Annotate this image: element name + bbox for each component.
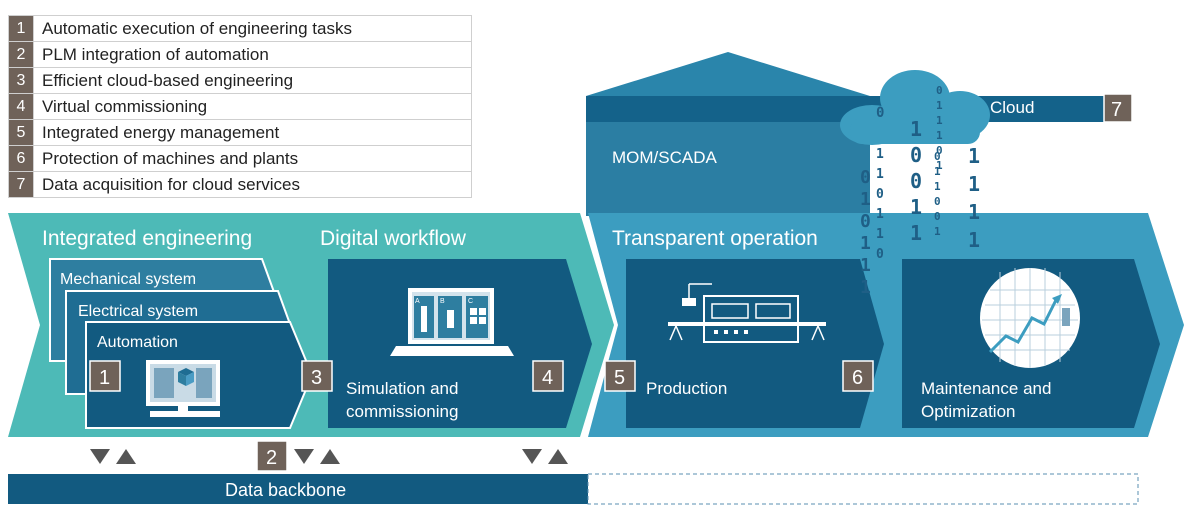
badge-4: 4: [532, 360, 564, 392]
binary-digit: 1: [910, 117, 922, 141]
badge-1: 1: [89, 360, 121, 392]
mom-scada-lower: [586, 122, 870, 216]
badge-3: 3: [301, 360, 333, 392]
binary-digit: 0: [860, 211, 871, 232]
binary-digit: 1: [876, 147, 884, 162]
section-transparent-operation: Transparent operation: [612, 227, 818, 250]
legend-text: Automatic execution of engineering tasks: [33, 15, 472, 42]
binary-digit: 0: [936, 144, 943, 157]
card-production: [626, 259, 884, 428]
binary-digit: 0: [910, 143, 922, 167]
svg-text:1: 1: [99, 367, 110, 389]
binary-digit: 0: [936, 84, 943, 97]
binary-digit: 1: [936, 99, 943, 112]
legend-num: 1: [8, 15, 34, 42]
section-integrated-engineering: Integrated engineering: [42, 227, 252, 250]
legend-text: Data acquisition for cloud services: [33, 171, 472, 198]
binary-digit: 1: [910, 195, 922, 219]
simulation-label-line1: Simulation and: [346, 379, 458, 398]
binary-digit: 1: [968, 172, 980, 196]
binary-digit: 1: [860, 233, 871, 254]
binary-digit: 0: [876, 105, 884, 121]
binary-digit: 0: [876, 247, 884, 262]
production-machine-icon: [668, 283, 826, 343]
binary-digit: 1: [934, 165, 941, 178]
mom-scada-label: MOM/SCADA: [612, 148, 718, 167]
data-backbone-extension: [587, 473, 1139, 505]
production-label: Production: [646, 379, 727, 398]
section-digital-workflow: Digital workflow: [320, 227, 467, 250]
binary-digit: 1: [910, 221, 922, 245]
badge-6: 6: [842, 360, 874, 392]
analytics-globe-icon: [980, 268, 1080, 368]
exchange-arrows-1: [90, 449, 136, 464]
binary-digit: 0: [876, 187, 884, 202]
binary-digit: 0: [934, 150, 941, 163]
binary-digit: 0: [910, 169, 922, 193]
card-electrical-label: Electrical system: [78, 303, 198, 320]
binary-digit: 1: [876, 227, 884, 242]
card-mechanical-label: Mechanical system: [60, 271, 196, 288]
legend-num: 6: [8, 145, 34, 172]
svg-text:2: 2: [266, 447, 277, 469]
binary-digit: 1: [860, 189, 871, 210]
binary-digit: 1: [860, 255, 871, 276]
badge-7: 7: [1103, 93, 1133, 123]
binary-digit: 1: [876, 167, 884, 182]
roof-shape: [586, 52, 870, 96]
data-backbone-label: Data backbone: [225, 480, 346, 500]
binary-digit: 1: [968, 228, 980, 252]
binary-digit: 1: [936, 129, 943, 142]
data-backbone-bar: [8, 474, 588, 504]
legend-text: Efficient cloud-based engineering: [33, 67, 472, 94]
maintenance-label-line2: Optimization: [921, 402, 1015, 421]
laptop-icon: A B C: [390, 288, 514, 356]
binary-digit: 1: [860, 277, 871, 298]
svg-text:5: 5: [614, 367, 625, 389]
badge-5: 5: [604, 360, 636, 392]
badge-2: 2: [256, 440, 288, 472]
binary-digit: 1: [934, 225, 941, 238]
svg-text:6: 6: [852, 367, 863, 389]
binary-digit: 1: [934, 180, 941, 193]
screen-label-b: B: [440, 298, 445, 305]
legend-num: 3: [8, 67, 34, 94]
screen-label-c: C: [468, 298, 473, 305]
binary-digit: 0: [934, 195, 941, 208]
binary-digit: 1: [968, 144, 980, 168]
monitor-icon: [146, 360, 220, 417]
maintenance-label-line1: Maintenance and: [921, 379, 1051, 398]
simulation-label-line2: commissioning: [346, 402, 458, 421]
binary-digit: 1: [936, 159, 943, 172]
legend-num: 5: [8, 119, 34, 146]
card-automation-label: Automation: [97, 334, 178, 351]
binary-digit: 0: [860, 167, 871, 188]
binary-digit: 1: [876, 207, 884, 222]
screen-label-a: A: [415, 298, 420, 305]
exchange-arrows-2: [294, 449, 340, 464]
legend-text: PLM integration of automation: [33, 41, 472, 68]
cloud-label: Cloud: [990, 98, 1034, 117]
legend-num: 7: [8, 171, 34, 198]
exchange-arrows-3: [522, 449, 568, 464]
cloud-icon: [840, 70, 990, 145]
binary-digit: 1: [968, 200, 980, 224]
svg-text:7: 7: [1111, 99, 1122, 121]
svg-text:4: 4: [542, 367, 553, 389]
svg-text:3: 3: [311, 367, 322, 389]
binary-digit: 1: [936, 114, 943, 127]
binary-digit: 0: [934, 210, 941, 223]
